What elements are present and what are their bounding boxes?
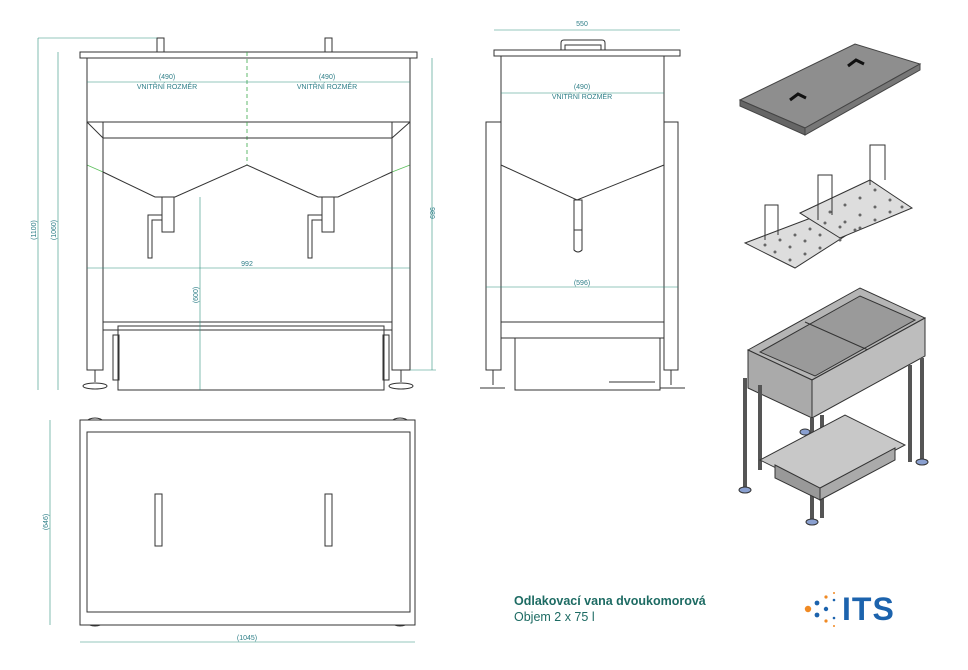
dim-inner-right-label: VNITŘNÍ ROZMĚR — [297, 82, 357, 91]
dim-inner-left-label: VNITŘNÍ ROZMĚR — [137, 82, 197, 91]
dim-depth: (646) — [43, 514, 50, 530]
front-view: (1100) (1060) 989 (490) VNITŘNÍ ROZMĚR (… — [31, 37, 436, 391]
drawing-subtitle: Objem 2 x 75 l — [514, 610, 595, 624]
drawing-title: Odlakovací vana dvoukomorová — [514, 594, 706, 608]
top-view: (646) (1045) — [43, 417, 416, 643]
dim-inner-right: (490) — [319, 74, 335, 81]
dim-height-lid: (1060) — [51, 220, 58, 240]
dim-frame-width: (596) — [574, 280, 590, 287]
dim-height-body: 989 — [428, 207, 435, 219]
dim-length: (1045) — [237, 635, 257, 642]
dim-side-inner-label: VNITŘNÍ ROZMĚR — [552, 92, 612, 101]
its-logo: ITS — [842, 591, 895, 627]
basket-3d-illustration — [743, 144, 914, 269]
dim-height-total: (1100) — [31, 220, 38, 240]
dim-inner-left: (490) — [159, 74, 175, 81]
side-view: 550 (490) VNITŘNÍ ROZMĚR (596) — [480, 21, 685, 391]
lid-3d-illustration — [738, 43, 922, 136]
dim-lid-width: 550 — [576, 21, 588, 28]
logo-dots-icon — [804, 592, 836, 627]
dim-width: 992 — [241, 261, 253, 268]
dim-side-inner: (490) — [574, 84, 590, 91]
tank-3d-illustration — [738, 287, 929, 526]
dim-outlet-height: (600) — [193, 287, 200, 303]
